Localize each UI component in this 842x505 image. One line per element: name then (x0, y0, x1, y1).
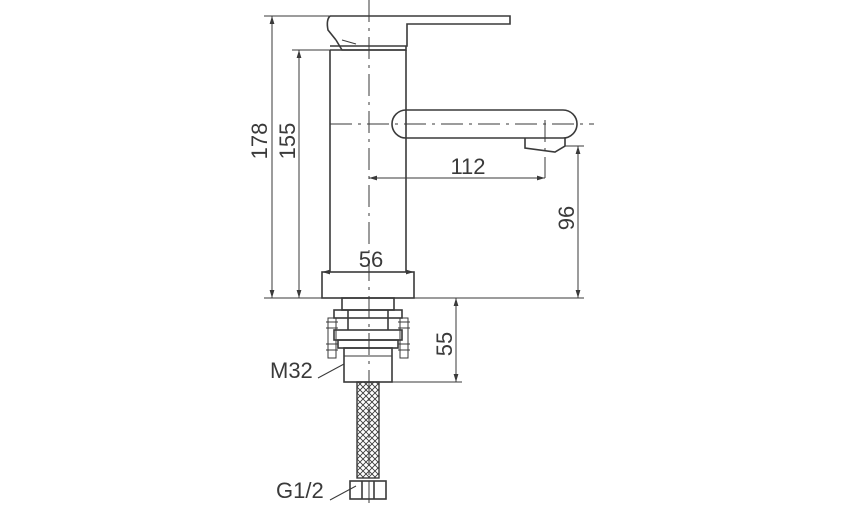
mounting-hardware (326, 297, 410, 383)
spout (330, 109, 594, 178)
handle-lever (326, 15, 511, 51)
thread-label-m32: M32 (270, 358, 313, 383)
braided-hose (356, 381, 380, 479)
dimension-label-56: 56 (359, 247, 383, 272)
dimension-label-112: 112 (450, 154, 485, 179)
base-flange (321, 271, 415, 299)
dimension-label-178: 178 (247, 123, 272, 160)
dimension-body-height: 155 (275, 49, 330, 298)
thread-callout-g12: G1/2 (276, 478, 357, 503)
dimension-total-height: 178 (247, 15, 330, 299)
faucet-body (329, 49, 407, 272)
dimension-label-155: 155 (275, 123, 300, 160)
dimension-label-55: 55 (432, 332, 457, 356)
thread-label-g12: G1/2 (276, 478, 324, 503)
dimension-label-96: 96 (554, 206, 579, 230)
dimension-spout-height: 96 (414, 145, 584, 299)
dimension-shank-length: 55 (392, 298, 462, 383)
dimension-base-width: 56 (322, 247, 414, 275)
thread-callout-m32: M32 (270, 358, 345, 383)
dimension-spout-reach: 112 (369, 154, 545, 181)
inlet-fitting (349, 480, 387, 500)
